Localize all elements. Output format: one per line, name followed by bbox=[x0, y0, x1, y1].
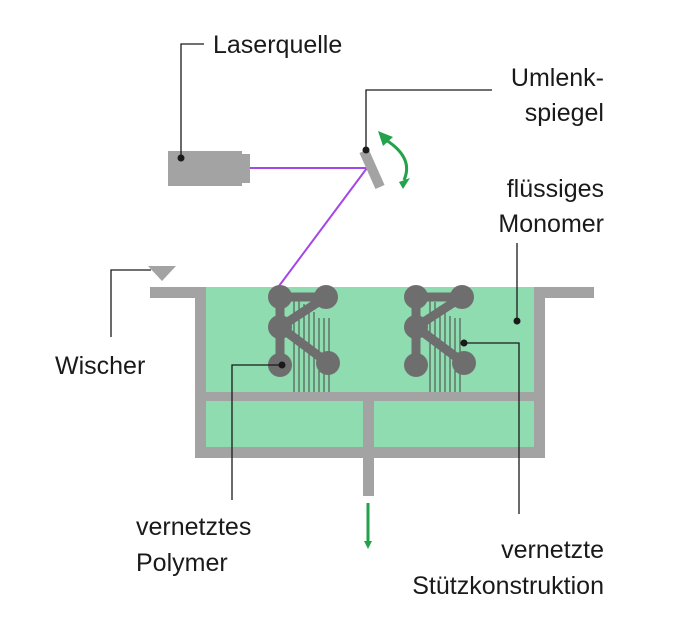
mirror-rotation-arrow bbox=[378, 131, 410, 189]
wiper-blade bbox=[148, 266, 176, 281]
leader-wiper bbox=[110, 269, 151, 337]
right-polymer-cluster bbox=[404, 285, 476, 377]
label-support-line2: Stützkonstruktion bbox=[412, 572, 604, 600]
label-polymer-line1: vernetztes bbox=[136, 513, 251, 541]
leader-dots bbox=[177, 146, 521, 369]
laser-beam bbox=[250, 167, 369, 291]
label-laser-source: Laserquelle bbox=[213, 31, 342, 59]
leader-polymer bbox=[231, 364, 282, 500]
label-monomer-line2: Monomer bbox=[498, 210, 604, 238]
label-mirror-line2: spiegel bbox=[525, 99, 604, 127]
leader-lines bbox=[110, 43, 520, 514]
deflection-mirror bbox=[359, 148, 385, 190]
leader-support bbox=[464, 342, 520, 514]
label-polymer-line2: Polymer bbox=[136, 549, 228, 577]
label-support-line1: vernetzte bbox=[501, 536, 604, 564]
build-platform bbox=[206, 392, 534, 496]
leader-laser-source bbox=[180, 43, 204, 158]
label-mirror-line1: Umlenk- bbox=[511, 64, 604, 92]
left-polymer-cluster bbox=[268, 285, 340, 377]
leader-mirror bbox=[365, 89, 492, 150]
label-wiper: Wischer bbox=[55, 352, 145, 380]
label-monomer-line1: flüssiges bbox=[507, 175, 604, 203]
